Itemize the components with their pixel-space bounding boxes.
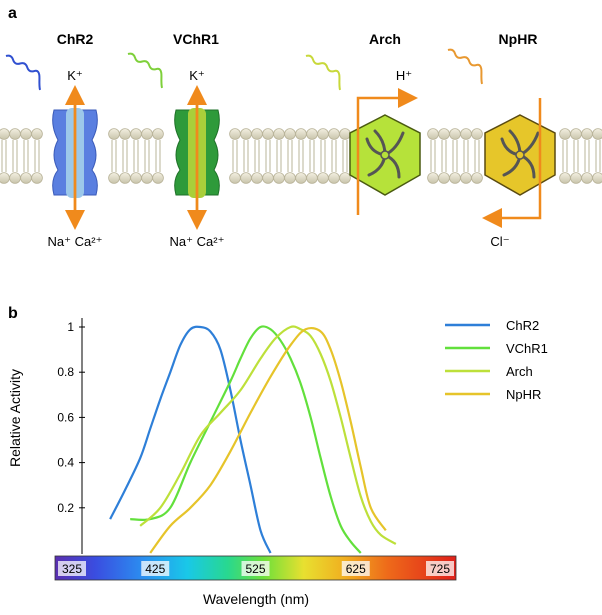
light-wave-icons (5, 48, 484, 91)
arch-ion-top: H⁺ (396, 68, 412, 83)
x-tick-label-box (426, 561, 454, 576)
legend-label-arch: Arch (506, 364, 533, 379)
x-axis-label: Wavelength (nm) (203, 591, 309, 607)
light-wave-icon-vchr1 (127, 52, 164, 89)
y-tick-label: 0.6 (57, 410, 74, 424)
x-tick-label-box (141, 561, 170, 576)
y-axis-ticks: 0.2 0.4 0.6 0.8 1 (57, 320, 85, 515)
x-tick-label: 325 (62, 562, 82, 576)
chr2-ion-top: K⁺ (67, 68, 83, 83)
y-tick-label: 0.4 (57, 456, 74, 470)
y-tick-label: 1 (67, 320, 74, 334)
x-tick-label: 625 (346, 562, 366, 576)
series-line-vchr1 (130, 325, 362, 554)
channel-name-vchr1: VChR1 (173, 31, 219, 47)
vchr1-ions-bottom: Na⁺ Ca²⁺ (170, 234, 225, 249)
y-axis-label: Relative Activity (7, 369, 23, 467)
x-tick-label: 425 (145, 562, 165, 576)
series-line-chr2 (109, 325, 272, 554)
x-tick-label-box (341, 561, 370, 576)
channel-name-arch: Arch (369, 31, 401, 47)
nphr-center (515, 150, 525, 160)
x-tick-label: 725 (430, 562, 450, 576)
nphr-ion-bottom: Cl⁻ (490, 234, 509, 249)
arch-center (380, 150, 390, 160)
light-wave-icon-arch (305, 54, 342, 91)
arch-pump (349, 88, 421, 215)
panel-a-letter: a (8, 5, 17, 22)
vchr1-ion-top: K⁺ (189, 68, 205, 83)
nphr-pump (482, 98, 556, 228)
x-tick-label-box (58, 561, 86, 576)
series-line-arch (139, 325, 397, 545)
chr2-channel (52, 85, 98, 230)
panel-b-letter: b (8, 305, 18, 322)
series-line-nphr (149, 326, 387, 554)
lipid-bilayer (0, 128, 602, 184)
legend-label-vchr1: VChR1 (506, 341, 548, 356)
arch-proton-arrow (356, 88, 418, 215)
x-tick-label: 525 (245, 562, 265, 576)
x-axis-tick-labels: 325 425 525 625 725 (58, 561, 454, 576)
y-tick-label: 0.2 (57, 501, 74, 515)
chr2-ions-bottom: Na⁺ Ca²⁺ (48, 234, 103, 249)
y-tick-label: 0.8 (57, 365, 74, 379)
legend-label-nphr: NpHR (506, 387, 541, 402)
light-wave-icon-chr2 (5, 54, 42, 91)
light-wave-icon-nphr (447, 48, 484, 85)
vchr1-channel (174, 85, 220, 230)
legend-label-chr2: ChR2 (506, 318, 539, 333)
channel-name-nphr: NpHR (499, 31, 538, 47)
x-tick-label-box (241, 561, 270, 576)
nphr-chloride-arrow (482, 98, 542, 228)
plot-area (109, 325, 397, 554)
channel-name-chr2: ChR2 (57, 31, 94, 47)
